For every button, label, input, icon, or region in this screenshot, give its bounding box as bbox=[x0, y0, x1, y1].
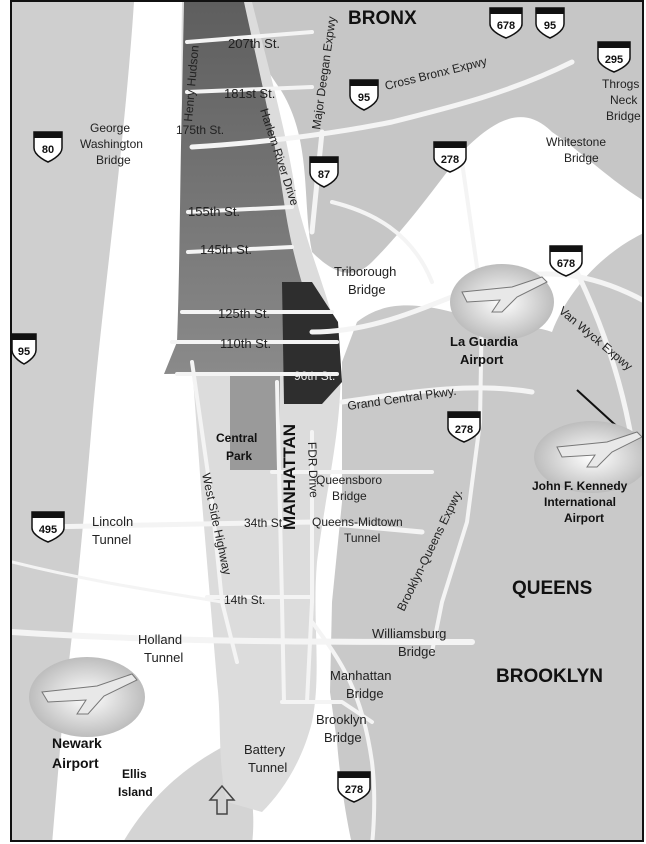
triborough-bridge-label-1: Triborough bbox=[334, 264, 396, 279]
i278-bottom-shield-icon: 278 bbox=[337, 771, 371, 803]
whitestone-bridge-label-2: Bridge bbox=[564, 151, 599, 165]
i495-shield-number: 495 bbox=[39, 524, 57, 536]
jfk-plane-icon bbox=[534, 421, 642, 493]
i295-shield-number: 295 bbox=[605, 54, 623, 66]
manhattan-bridge-label-2: Bridge bbox=[346, 686, 384, 701]
laguardia-plane-icon bbox=[450, 264, 554, 340]
qm-tunnel-label-1: Queens-Midtown bbox=[312, 515, 403, 529]
lincoln-tunnel-label-2: Tunnel bbox=[92, 532, 131, 547]
bronx-label: BRONX bbox=[348, 8, 417, 29]
street-125th-label: 125th St. bbox=[218, 306, 270, 321]
central-park-label-1: Central bbox=[216, 431, 257, 445]
queensboro-bridge-label-2: Bridge bbox=[332, 489, 367, 503]
jfk-label-1: John F. Kennedy bbox=[532, 479, 628, 493]
street-34th-label: 34th St. bbox=[244, 516, 285, 530]
harbor-arrow-icon bbox=[208, 784, 236, 815]
i278-mid-shield-icon: 278 bbox=[447, 411, 481, 443]
i678-right-shield-icon: 678 bbox=[549, 245, 583, 277]
i95-left-shield-icon: 95 bbox=[12, 333, 37, 365]
street-96th-label: 96th St. bbox=[294, 369, 335, 383]
newark-plane-icon bbox=[29, 657, 145, 737]
street-155th-label: 155th St. bbox=[188, 204, 240, 219]
jfk-label-3: Airport bbox=[564, 511, 604, 525]
street-181st-label: 181st St. bbox=[224, 86, 275, 101]
holland-tunnel-label-2: Tunnel bbox=[144, 650, 183, 665]
gw-bridge-label-1: George bbox=[90, 121, 130, 135]
henry-hudson-label: Henry Hudson bbox=[181, 45, 202, 123]
i295-shield-icon: 295 bbox=[597, 41, 631, 73]
new-jersey-land bbox=[12, 2, 134, 840]
whitestone-bridge-label-1: Whitestone bbox=[546, 135, 606, 149]
jfk-label-2: International bbox=[544, 495, 616, 509]
bronx-land bbox=[212, 2, 642, 273]
harbor-land bbox=[124, 742, 254, 840]
i678-top-shield-number: 678 bbox=[497, 20, 515, 32]
williamsburg-bridge-label-2: Bridge bbox=[398, 644, 436, 659]
i95-cross-shield-icon: 95 bbox=[349, 79, 379, 111]
i80-shield-number: 80 bbox=[42, 144, 54, 156]
i278-mid-shield-number: 278 bbox=[455, 424, 473, 436]
i278-bottom-shield-number: 278 bbox=[345, 784, 363, 796]
street-145th-label: 145th St. bbox=[200, 242, 252, 257]
throgs-bridge-label-1: Throgs bbox=[602, 77, 639, 91]
i95-top-shield-icon: 95 bbox=[535, 7, 565, 39]
street-14th-label: 14th St. bbox=[224, 593, 265, 607]
street-110th-label: 110th St. bbox=[220, 336, 271, 351]
manhattan-label: MANHATTAN bbox=[280, 424, 299, 530]
i678-right-shield-number: 678 bbox=[557, 258, 575, 270]
i87-shield-number: 87 bbox=[318, 169, 330, 181]
map-frame[interactable]: 80 95 495 95 87 278 295 678 278 bbox=[10, 0, 644, 842]
i495-shield-icon: 495 bbox=[31, 511, 65, 543]
i278-top-shield-icon: 278 bbox=[433, 141, 467, 173]
battery-tunnel-label-1: Battery bbox=[244, 742, 286, 757]
williamsburg-bridge-label-1: Williamsburg bbox=[372, 626, 446, 641]
fdr-drive-label: FDR Drive bbox=[305, 442, 321, 499]
i678-top-shield-icon: 678 bbox=[489, 7, 523, 39]
battery-tunnel-label-2: Tunnel bbox=[248, 760, 287, 775]
i95-left-shield-number: 95 bbox=[18, 346, 30, 358]
holland-tunnel-label-1: Holland bbox=[138, 632, 182, 647]
ellis-island-label-1: Ellis bbox=[122, 767, 147, 781]
newark-label-1: Newark bbox=[52, 735, 102, 751]
qm-tunnel-label-2: Tunnel bbox=[344, 531, 380, 545]
street-175th-label: 175th St. bbox=[176, 123, 224, 137]
central-park bbox=[230, 374, 280, 470]
throgs-bridge-label-2: Neck bbox=[610, 93, 638, 107]
queensboro-bridge-label-1: Queensboro bbox=[316, 473, 382, 487]
ellis-island-label-2: Island bbox=[118, 785, 153, 799]
map-canvas[interactable]: 80 95 495 95 87 278 295 678 278 bbox=[12, 2, 644, 842]
queens-brooklyn-land bbox=[330, 233, 642, 840]
brooklyn-bridge-label-2: Bridge bbox=[324, 730, 362, 745]
brooklyn-label: BROOKLYN bbox=[496, 666, 603, 687]
laguardia-label-2: Airport bbox=[460, 352, 504, 367]
i87-shield-icon: 87 bbox=[309, 156, 339, 188]
newark-label-2: Airport bbox=[52, 755, 99, 771]
lincoln-tunnel-label-1: Lincoln bbox=[92, 514, 133, 529]
i95-top-shield-number: 95 bbox=[544, 20, 556, 32]
laguardia-label-1: La Guardia bbox=[450, 334, 519, 349]
street-207th-label: 207th St. bbox=[228, 36, 280, 51]
i95-cross-shield-number: 95 bbox=[358, 92, 370, 104]
gw-bridge-label-3: Bridge bbox=[96, 153, 131, 167]
brooklyn-bridge-label-1: Brooklyn bbox=[316, 712, 367, 727]
gw-bridge-label-2: Washington bbox=[80, 137, 143, 151]
central-park-label-2: Park bbox=[226, 449, 252, 463]
upper-manhattan-shade bbox=[164, 2, 308, 374]
i80-shield-icon: 80 bbox=[33, 131, 63, 163]
i278-top-shield-number: 278 bbox=[441, 154, 459, 166]
manhattan-bridge-label-1: Manhattan bbox=[330, 668, 391, 683]
queens-label: QUEENS bbox=[512, 578, 592, 599]
throgs-bridge-label-3: Bridge bbox=[606, 109, 641, 123]
triborough-bridge-label-2: Bridge bbox=[348, 282, 386, 297]
